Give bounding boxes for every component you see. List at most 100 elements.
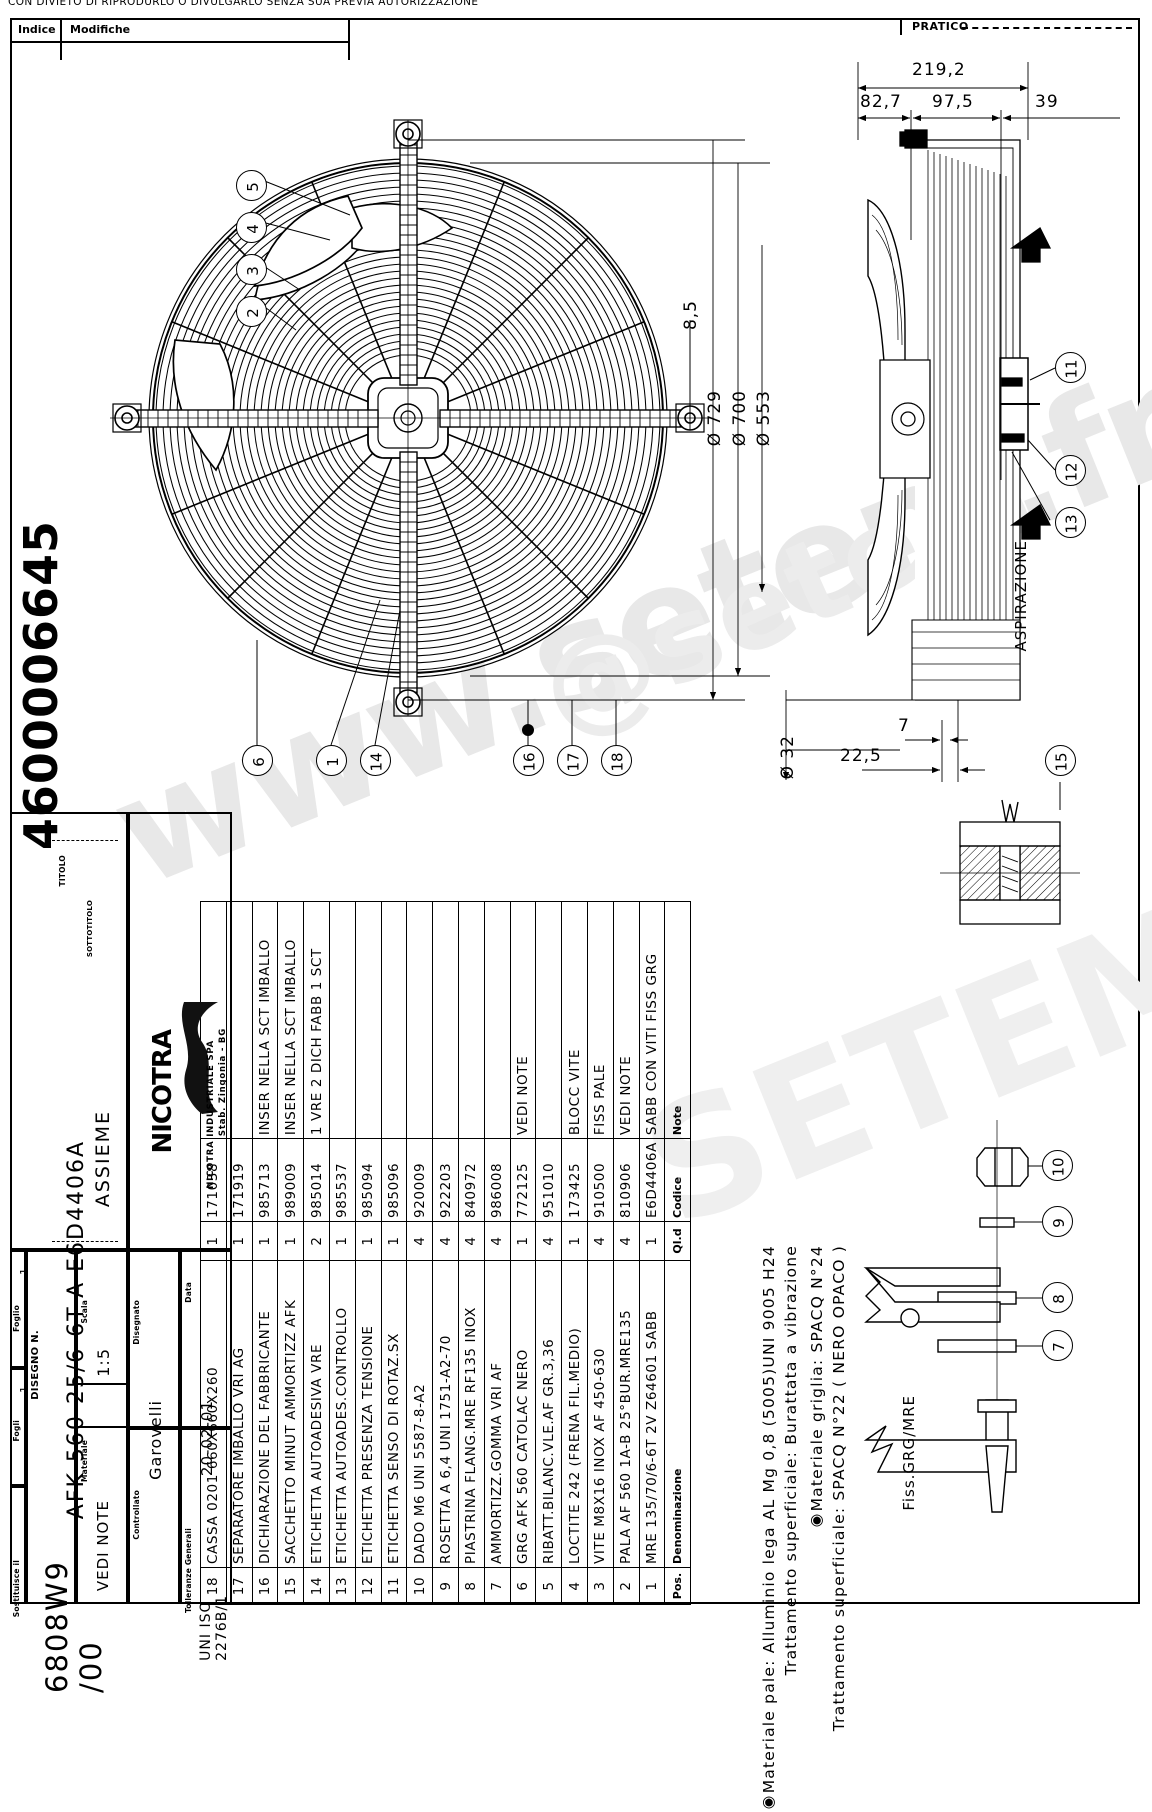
scala-label: Scala [80, 1300, 89, 1324]
cell-note: VEDI NOTE [613, 901, 640, 1139]
cell-note [458, 901, 485, 1139]
cell-pos: 10 [406, 1567, 433, 1605]
revision-modifiche-header: Modifiche [70, 23, 131, 36]
revision-index-header: Indice [18, 23, 56, 36]
cell-pos: 14 [303, 1567, 330, 1605]
note-line-1: ◉Materiale pale: Alluminio lega AL Mg 0,… [760, 1245, 778, 1812]
cell-denominazione: PIASTRINA FLANG.MRE RF135 INOX [458, 1260, 485, 1568]
header-codice: Codice [664, 1138, 691, 1222]
cell-pos: 9 [432, 1567, 459, 1605]
dim-seg-b: 97,5 [932, 92, 974, 112]
dim-thk-225: 22,5 [840, 746, 882, 766]
balloon-6: 6 [242, 745, 273, 776]
cell-denominazione: MRE 135/70/6-6T 2V Z64601 SABB [639, 1260, 665, 1568]
logo-cell [128, 812, 232, 1250]
disegno-n-cell [26, 1250, 76, 1604]
note-line-2: Trattamento superficiale: Burattata a vi… [782, 1245, 800, 1676]
dim-dia-hole: Ø 32 [778, 735, 798, 780]
cell-quantita: 1 [355, 1221, 382, 1261]
balloon-3: 3 [236, 254, 267, 285]
cell-quantita: 4 [432, 1221, 459, 1261]
cell-note: FISS PALE [587, 901, 614, 1139]
cell-codice: 920009 [406, 1138, 433, 1222]
cell-pos: 6 [510, 1567, 536, 1605]
balloon-15: 15 [1045, 745, 1076, 776]
disegnato-cell [128, 1250, 180, 1428]
sheet-frame [10, 18, 1140, 1604]
dim-thk-7: 7 [898, 716, 910, 736]
titolo-cell [10, 812, 128, 1250]
dim-dia-impeller: Ø 553 [754, 390, 774, 447]
fogli-label: Fogli [12, 1420, 21, 1442]
cell-denominazione: SACCHETTO MINUT AMMORTIZZ AFK [277, 1260, 304, 1568]
cell-codice: 985096 [381, 1138, 407, 1222]
cell-quantita: 1 [561, 1221, 588, 1261]
cell-codice: 985014 [303, 1138, 330, 1222]
cell-note: INSER NELLA SCT IMBALLO [252, 901, 278, 1139]
foglio-value: 1 [18, 1268, 31, 1275]
foglio-label: Foglio [12, 1305, 21, 1332]
tolleranze-label: Tolleranze Generali [184, 1528, 193, 1614]
sottotitolo-label: SOTTOTITOLO [86, 900, 94, 958]
cell-codice: 985537 [329, 1138, 356, 1222]
company-name: NICOTRA INDUSTRIALE SPA [206, 1040, 216, 1189]
cell-note: INSER NELLA SCT IMBALLO [277, 901, 304, 1139]
cell-pos: 7 [484, 1567, 511, 1605]
cell-pos: 8 [458, 1567, 485, 1605]
nicotra-wordmark: NICOTRA [148, 1030, 178, 1154]
materiale-cell [76, 1383, 128, 1604]
cell-denominazione: ETICHETTA AUTOADESIVA VRE [303, 1260, 330, 1568]
tolleranze-value: UNI ISO 2276B/1 [198, 1595, 230, 1661]
balloon-13: 13 [1055, 507, 1086, 538]
cell-denominazione: ROSETTA A 6,4 UNI 1751-A2-70 [432, 1260, 459, 1568]
cell-quantita: 1 [329, 1221, 356, 1261]
cell-quantita: 1 [252, 1221, 278, 1261]
pratico-cell [900, 18, 1140, 35]
cell-note [381, 901, 407, 1139]
balloon-7: 7 [1042, 1330, 1073, 1361]
balloon-4: 4 [236, 212, 267, 243]
cell-pos: 12 [355, 1567, 382, 1605]
cell-quantita: 4 [458, 1221, 485, 1261]
cell-codice: 986008 [484, 1138, 511, 1222]
cell-pos: 15 [277, 1567, 304, 1605]
cell-note: BLOCC VITE [561, 901, 588, 1139]
aspirazione-label: ASPIRAZIONE [1012, 540, 1030, 652]
balloon-14: 14 [360, 745, 391, 776]
cell-denominazione: PALA AF 560 1A-B 25°BUR.MRE135 [613, 1260, 640, 1568]
company-plant: Stab. Zingonia - BG [218, 1028, 228, 1137]
pratico-dashed-line [962, 27, 1132, 29]
cell-note: VEDI NOTE [510, 901, 536, 1139]
controllato-label: Controllato [132, 1490, 141, 1540]
cell-pos: 1 [639, 1567, 665, 1605]
cell-codice: 840972 [458, 1138, 485, 1222]
header-legal-text: CON DIVIETO DI RIPRODURLO O DIVULGARLO S… [8, 0, 479, 8]
disegno-n-label: DISEGNO N. [30, 1330, 41, 1400]
dim-dia-outer: Ø 729 [705, 390, 725, 447]
note-line-4: Trattamento superficiale: SPACQ N°22 ( N… [830, 1245, 848, 1732]
header-note: Note [664, 901, 691, 1139]
technical-drawing [110, 62, 1120, 1513]
dim-blade-gap: 8,5 [681, 300, 701, 331]
cell-quantita: 1 [277, 1221, 304, 1261]
foglio-cell [10, 1250, 26, 1368]
balloon-2: 2 [236, 296, 267, 327]
balloon-10: 10 [1042, 1150, 1073, 1181]
cell-denominazione: DICHIARAZIONE DEL FABBRICANTE [252, 1260, 278, 1568]
cell-note: 1 VRE 2 DICH FABB 1 SCT [303, 901, 330, 1139]
dim-dia-ring: Ø 700 [730, 390, 750, 447]
balloon-18: 18 [601, 745, 632, 776]
disegnato-label: Disegnato [132, 1300, 141, 1345]
titolo-label: TITOLO [58, 855, 67, 887]
cell-codice: E6D4406A [639, 1138, 665, 1222]
